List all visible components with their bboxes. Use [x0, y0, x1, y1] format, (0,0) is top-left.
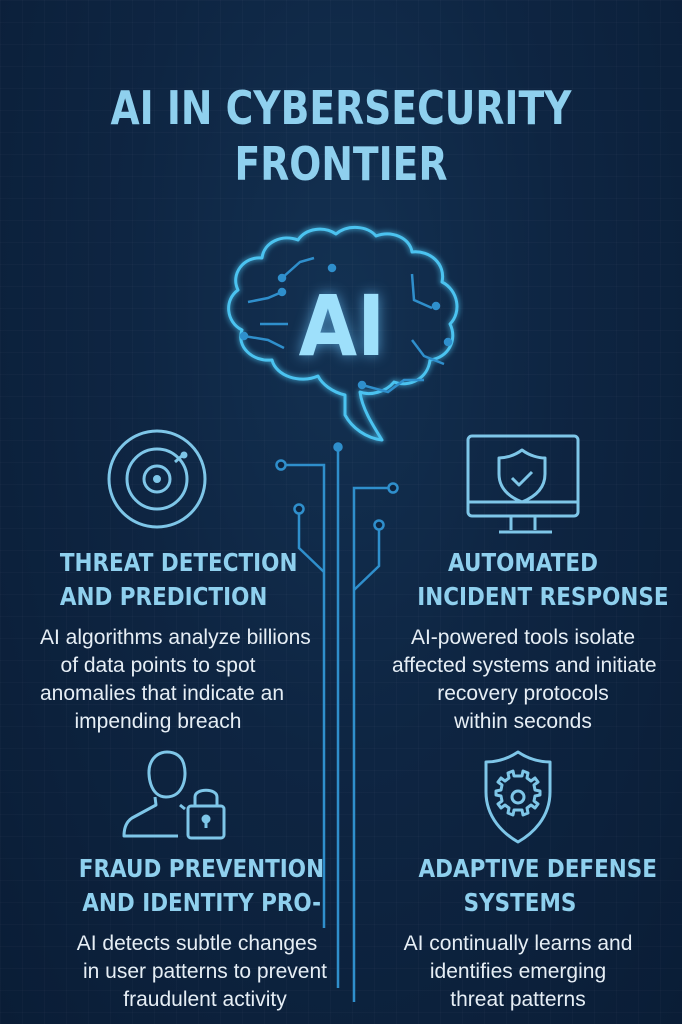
circuit-lines: [275, 442, 399, 1002]
title-line-2: FRONTIER: [234, 137, 448, 191]
section-desc-incident-response: AI-powered tools isolate affected system…: [392, 624, 657, 736]
heading-line: THREAT DETECTION: [59, 548, 298, 577]
desc-line: in user patterns to prevent: [83, 960, 327, 983]
desc-line: recovery protocols: [437, 682, 609, 705]
section-heading-threat-detection: THREAT DETECTION AND PREDICTION: [59, 546, 298, 614]
heading-line: AND PREDICTION: [59, 582, 268, 611]
section-desc-threat-detection: AI algorithms analyze billions of data p…: [40, 624, 311, 736]
brain-ai-label: AI: [298, 277, 386, 375]
section-desc-adaptive-defense: AI continually learns and identifies eme…: [398, 930, 638, 1014]
title-line-1: AI IN CYBERSECURITY: [110, 81, 572, 135]
desc-line: of data points to spot: [60, 654, 256, 677]
shield-gear-icon: [484, 750, 552, 844]
desc-line: AI algorithms analyze billions: [40, 626, 311, 649]
section-desc-fraud-prevention: AI detects subtle changes in user patter…: [70, 930, 340, 1014]
page-title: AI IN CYBERSECURITY FRONTIER: [61, 80, 620, 192]
desc-line: threat patterns: [450, 988, 586, 1011]
heading-line: ADAPTIVE DEFENSE: [418, 854, 657, 883]
heading-line: AND IDENTITY PRO-: [82, 888, 322, 917]
heading-line: SYSTEMS: [463, 888, 577, 917]
desc-line: affected systems and initiate: [392, 654, 657, 677]
monitor-shield-check-icon: [466, 434, 580, 534]
heading-line: AUTOMATED: [448, 548, 598, 577]
desc-line: fraudulent activity: [123, 988, 287, 1011]
section-heading-adaptive-defense: ADAPTIVE DEFENSE SYSTEMS: [418, 852, 657, 920]
section-heading-fraud-prevention: FRAUD PREVENTION AND IDENTITY PRO-: [78, 852, 325, 920]
desc-line: AI-powered tools isolate: [410, 626, 636, 649]
desc-line: identifies emerging: [429, 960, 607, 983]
section-heading-incident-response: AUTOMATED INCIDENT RESPONSE: [417, 546, 669, 614]
desc-line: within seconds: [454, 710, 592, 733]
desc-line: AI continually learns and: [403, 932, 633, 955]
target-icon: [107, 429, 207, 529]
desc-line: anomalies that indicate an: [40, 682, 284, 705]
user-lock-icon: [122, 750, 226, 840]
heading-line: FRAUD PREVENTION: [78, 854, 325, 883]
desc-line: AI detects subtle changes: [76, 932, 318, 955]
desc-line: impending breach: [74, 710, 242, 733]
heading-line: INCIDENT RESPONSE: [417, 582, 669, 611]
brain-circuit-traces: [239, 256, 453, 394]
